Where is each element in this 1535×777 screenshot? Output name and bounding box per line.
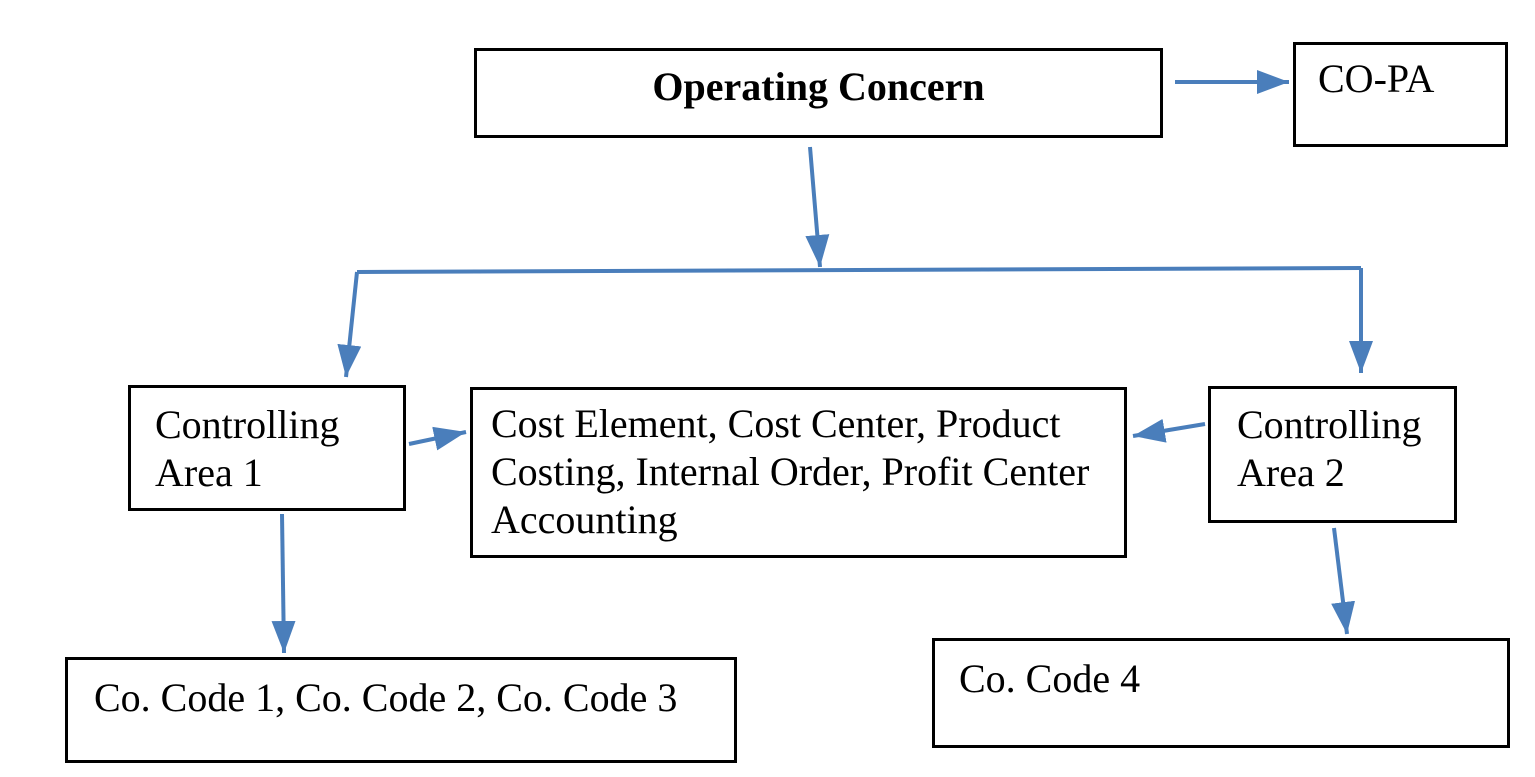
node-company-code-4-label: Co. Code 4 bbox=[959, 656, 1141, 701]
node-company-codes-1-2-3-label: Co. Code 1, Co. Code 2, Co. Code 3 bbox=[94, 675, 678, 720]
arrow-branch-to-controlling-area-1 bbox=[337, 271, 362, 378]
node-controlling-area-1-label: Controlling Area 1 bbox=[155, 402, 340, 495]
node-company-code-4: Co. Code 4 bbox=[932, 638, 1510, 748]
node-company-codes-1-2-3: Co. Code 1, Co. Code 2, Co. Code 3 bbox=[65, 657, 737, 763]
node-co-components: Cost Element, Cost Center, Product Costi… bbox=[470, 387, 1127, 558]
arrow-controlling-area-1-to-company-codes bbox=[271, 513, 296, 654]
node-co-pa: CO-PA bbox=[1293, 42, 1508, 147]
node-operating-concern: Operating Concern bbox=[474, 48, 1163, 138]
branch-connector-line bbox=[356, 266, 1362, 274]
node-co-pa-label: CO-PA bbox=[1318, 56, 1435, 101]
node-co-components-label: Cost Element, Cost Center, Product Costi… bbox=[491, 401, 1090, 542]
arrow-controlling-area-2-to-co-components bbox=[1132, 418, 1206, 443]
node-controlling-area-2: Controlling Area 2 bbox=[1208, 386, 1457, 523]
node-operating-concern-label: Operating Concern bbox=[652, 64, 985, 109]
arrow-operating-concern-down bbox=[805, 146, 830, 268]
arrow-controlling-area-2-to-company-code-4 bbox=[1331, 527, 1356, 635]
arrow-controlling-area-1-to-co-components bbox=[408, 426, 467, 451]
node-controlling-area-2-label: Controlling Area 2 bbox=[1237, 402, 1422, 495]
node-controlling-area-1: Controlling Area 1 bbox=[128, 385, 406, 511]
